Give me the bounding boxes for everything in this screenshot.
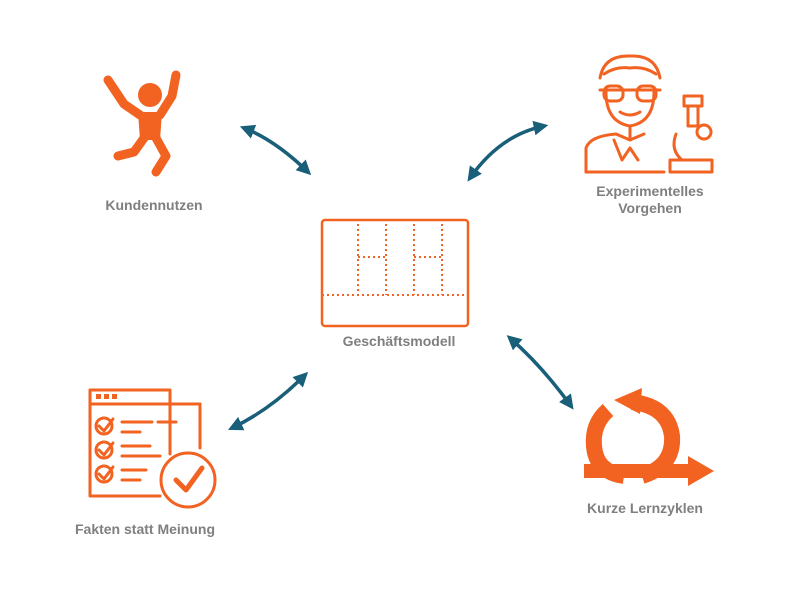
center-label-text: Geschäftsmodell <box>342 333 456 349</box>
node-label-experimentelles-vorgehen: Experimentelles Vorgehen <box>556 183 744 217</box>
node-label-line: Kurze Lernzyklen <box>587 500 703 516</box>
center-label: Geschäftsmodell <box>300 333 498 350</box>
checklist-icon <box>88 388 217 509</box>
connector-arrow-kundennutzen <box>239 124 312 176</box>
node-label-fakten-statt-meinung: Fakten statt Meinung <box>40 521 250 538</box>
jumping-person-icon <box>103 70 181 177</box>
node-label-line: Kundennutzen <box>105 197 203 213</box>
node-label-kurze-lernzyklen: Kurze Lernzyklen <box>550 500 740 517</box>
cycle-arrow-icon <box>584 388 714 486</box>
scientist-microscope-icon <box>584 54 714 174</box>
node-label-line: Vorgehen <box>618 200 682 216</box>
connector-arrow-kurze-lernzyklen <box>506 335 574 410</box>
connector-arrow-experimentelles-vorgehen <box>467 120 549 182</box>
node-label-kundennutzen: Kundennutzen <box>60 197 248 214</box>
connector-arrow-fakten-statt-meinung <box>228 371 309 431</box>
business-model-canvas-icon <box>320 218 470 328</box>
node-label-line: Experimentelles <box>596 183 704 199</box>
node-label-line: Fakten statt Meinung <box>74 521 215 537</box>
